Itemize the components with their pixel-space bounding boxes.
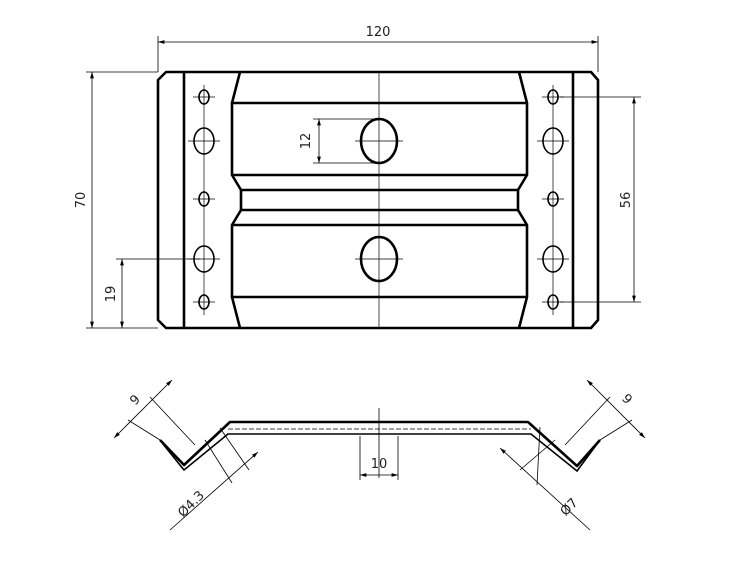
- dimension-56-label: 56: [619, 192, 634, 209]
- right-holes: [537, 85, 569, 315]
- dimension-120-label: 120: [366, 25, 391, 40]
- dimension-12-label: 12: [299, 133, 314, 150]
- center-slots: [355, 117, 403, 283]
- dimension-9-right: 9: [564, 379, 646, 446]
- dimension-dia-7: Ø7: [499, 426, 591, 531]
- dimension-19-label: 19: [104, 286, 119, 303]
- dimension-70-label: 70: [74, 192, 89, 209]
- bend-lines: [232, 101, 527, 299]
- plate-outline: [156, 70, 600, 330]
- dimension-dia-7-label: Ø7: [558, 496, 582, 520]
- dimension-10-label: 10: [371, 457, 388, 472]
- dimension-dia-4-3-label: Ø4.3: [175, 488, 207, 520]
- profile-inner: [162, 433, 598, 473]
- raised-profile-right: [516, 71, 529, 329]
- dimension-dia-4-3: Ø4.3: [169, 427, 259, 531]
- dimension-10: 10: [359, 436, 399, 480]
- dimension-12: 12: [299, 118, 378, 164]
- dimension-9-left-label: 9: [127, 392, 143, 408]
- side-view: 10 9 Ø4.3 9 Ø7: [113, 379, 646, 531]
- dimension-9-right-label: 9: [618, 391, 634, 407]
- left-holes: [188, 85, 220, 315]
- raised-profile-left: [230, 71, 243, 329]
- top-view: 120 70 19 56 12: [74, 25, 641, 330]
- dimension-9-left: 9: [113, 379, 196, 446]
- dimension-56: 56: [560, 96, 641, 303]
- dimension-19: 19: [104, 258, 200, 328]
- dimension-120: 120: [157, 25, 599, 72]
- dimension-70: 70: [74, 71, 158, 329]
